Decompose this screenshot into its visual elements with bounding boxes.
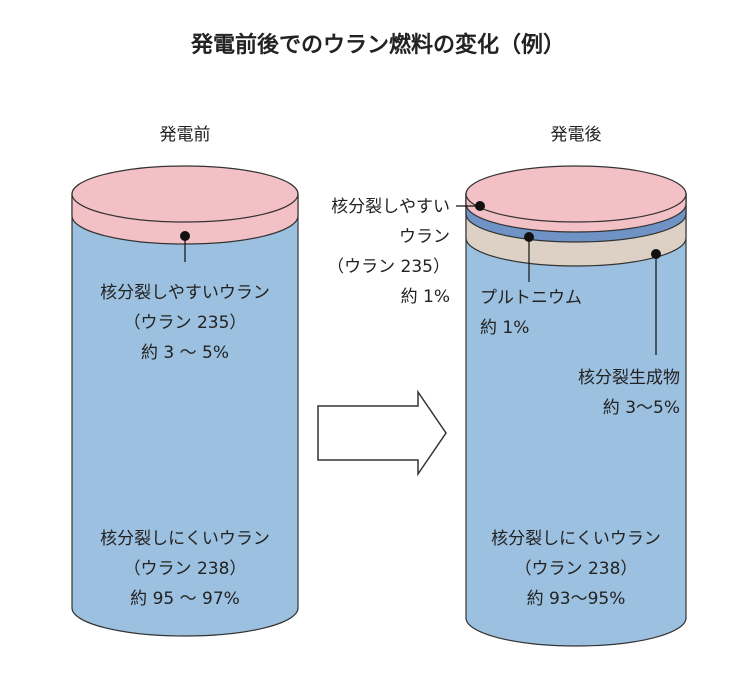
after-plutonium-dot xyxy=(524,232,534,242)
before-nonfissile-line-1: 核分裂しにくいウラン xyxy=(100,529,270,549)
after-nonfissile-line-2: （ウラン 238） xyxy=(515,559,638,579)
after-nonfissile-line-1: 核分裂しにくいウラン xyxy=(491,529,661,549)
after-products-line-1: 核分裂生成物 xyxy=(578,368,680,388)
after-nonfissile-line-3: 約 93～95% xyxy=(527,589,626,609)
before-fissile-line-2: （ウラン 235） xyxy=(124,313,247,333)
after-fissile-line-3: （ウラン 235） xyxy=(327,257,450,277)
before-fissile-line-3: 約 3 ～ 5% xyxy=(141,343,229,363)
after-products-line-2: 約 3～5% xyxy=(603,398,680,418)
before-cylinder xyxy=(71,165,299,637)
before-fissile-dot xyxy=(180,231,190,241)
after-plutonium-line-2: 約 1% xyxy=(480,318,529,338)
after-fissile-line-2: ウラン xyxy=(399,227,450,247)
before-nonfissile-line-3: 約 95 ～ 97% xyxy=(130,589,240,609)
after-fissile-line-4: 約 1% xyxy=(401,287,450,307)
transition-arrow xyxy=(317,389,447,477)
after-plutonium-line-1: プルトニウム xyxy=(480,288,582,308)
after-plutonium-label: プルトニウム 約 1% xyxy=(480,288,582,338)
before-fissile-line-1: 核分裂しやすいウラン xyxy=(100,283,270,303)
before-uranium238-segment xyxy=(71,193,299,637)
after-header: 発電後 xyxy=(551,125,602,145)
after-nonfissile-label: 核分裂しにくいウラン （ウラン 238） 約 93～95% xyxy=(491,529,661,609)
after-fissile-dot xyxy=(475,201,485,211)
before-fissile-label: 核分裂しやすいウラン （ウラン 235） 約 3 ～ 5% xyxy=(100,283,270,363)
before-nonfissile-line-2: （ウラン 238） xyxy=(124,559,247,579)
page-title: 発電前後でのウラン燃料の変化（例） xyxy=(190,32,565,58)
after-cylinder xyxy=(465,165,687,647)
after-fissile-line-1: 核分裂しやすい xyxy=(331,197,450,217)
before-header: 発電前 xyxy=(160,125,211,145)
after-products-dot xyxy=(651,249,661,259)
before-cylinder-top xyxy=(71,165,299,223)
after-fissile-label: 核分裂しやすい ウラン （ウラン 235） 約 1% xyxy=(327,197,450,307)
after-cylinder-top xyxy=(465,165,687,223)
after-products-label: 核分裂生成物 約 3～5% xyxy=(578,368,680,418)
after-uranium238-segment xyxy=(465,193,687,647)
before-nonfissile-label: 核分裂しにくいウラン （ウラン 238） 約 95 ～ 97% xyxy=(100,529,270,609)
